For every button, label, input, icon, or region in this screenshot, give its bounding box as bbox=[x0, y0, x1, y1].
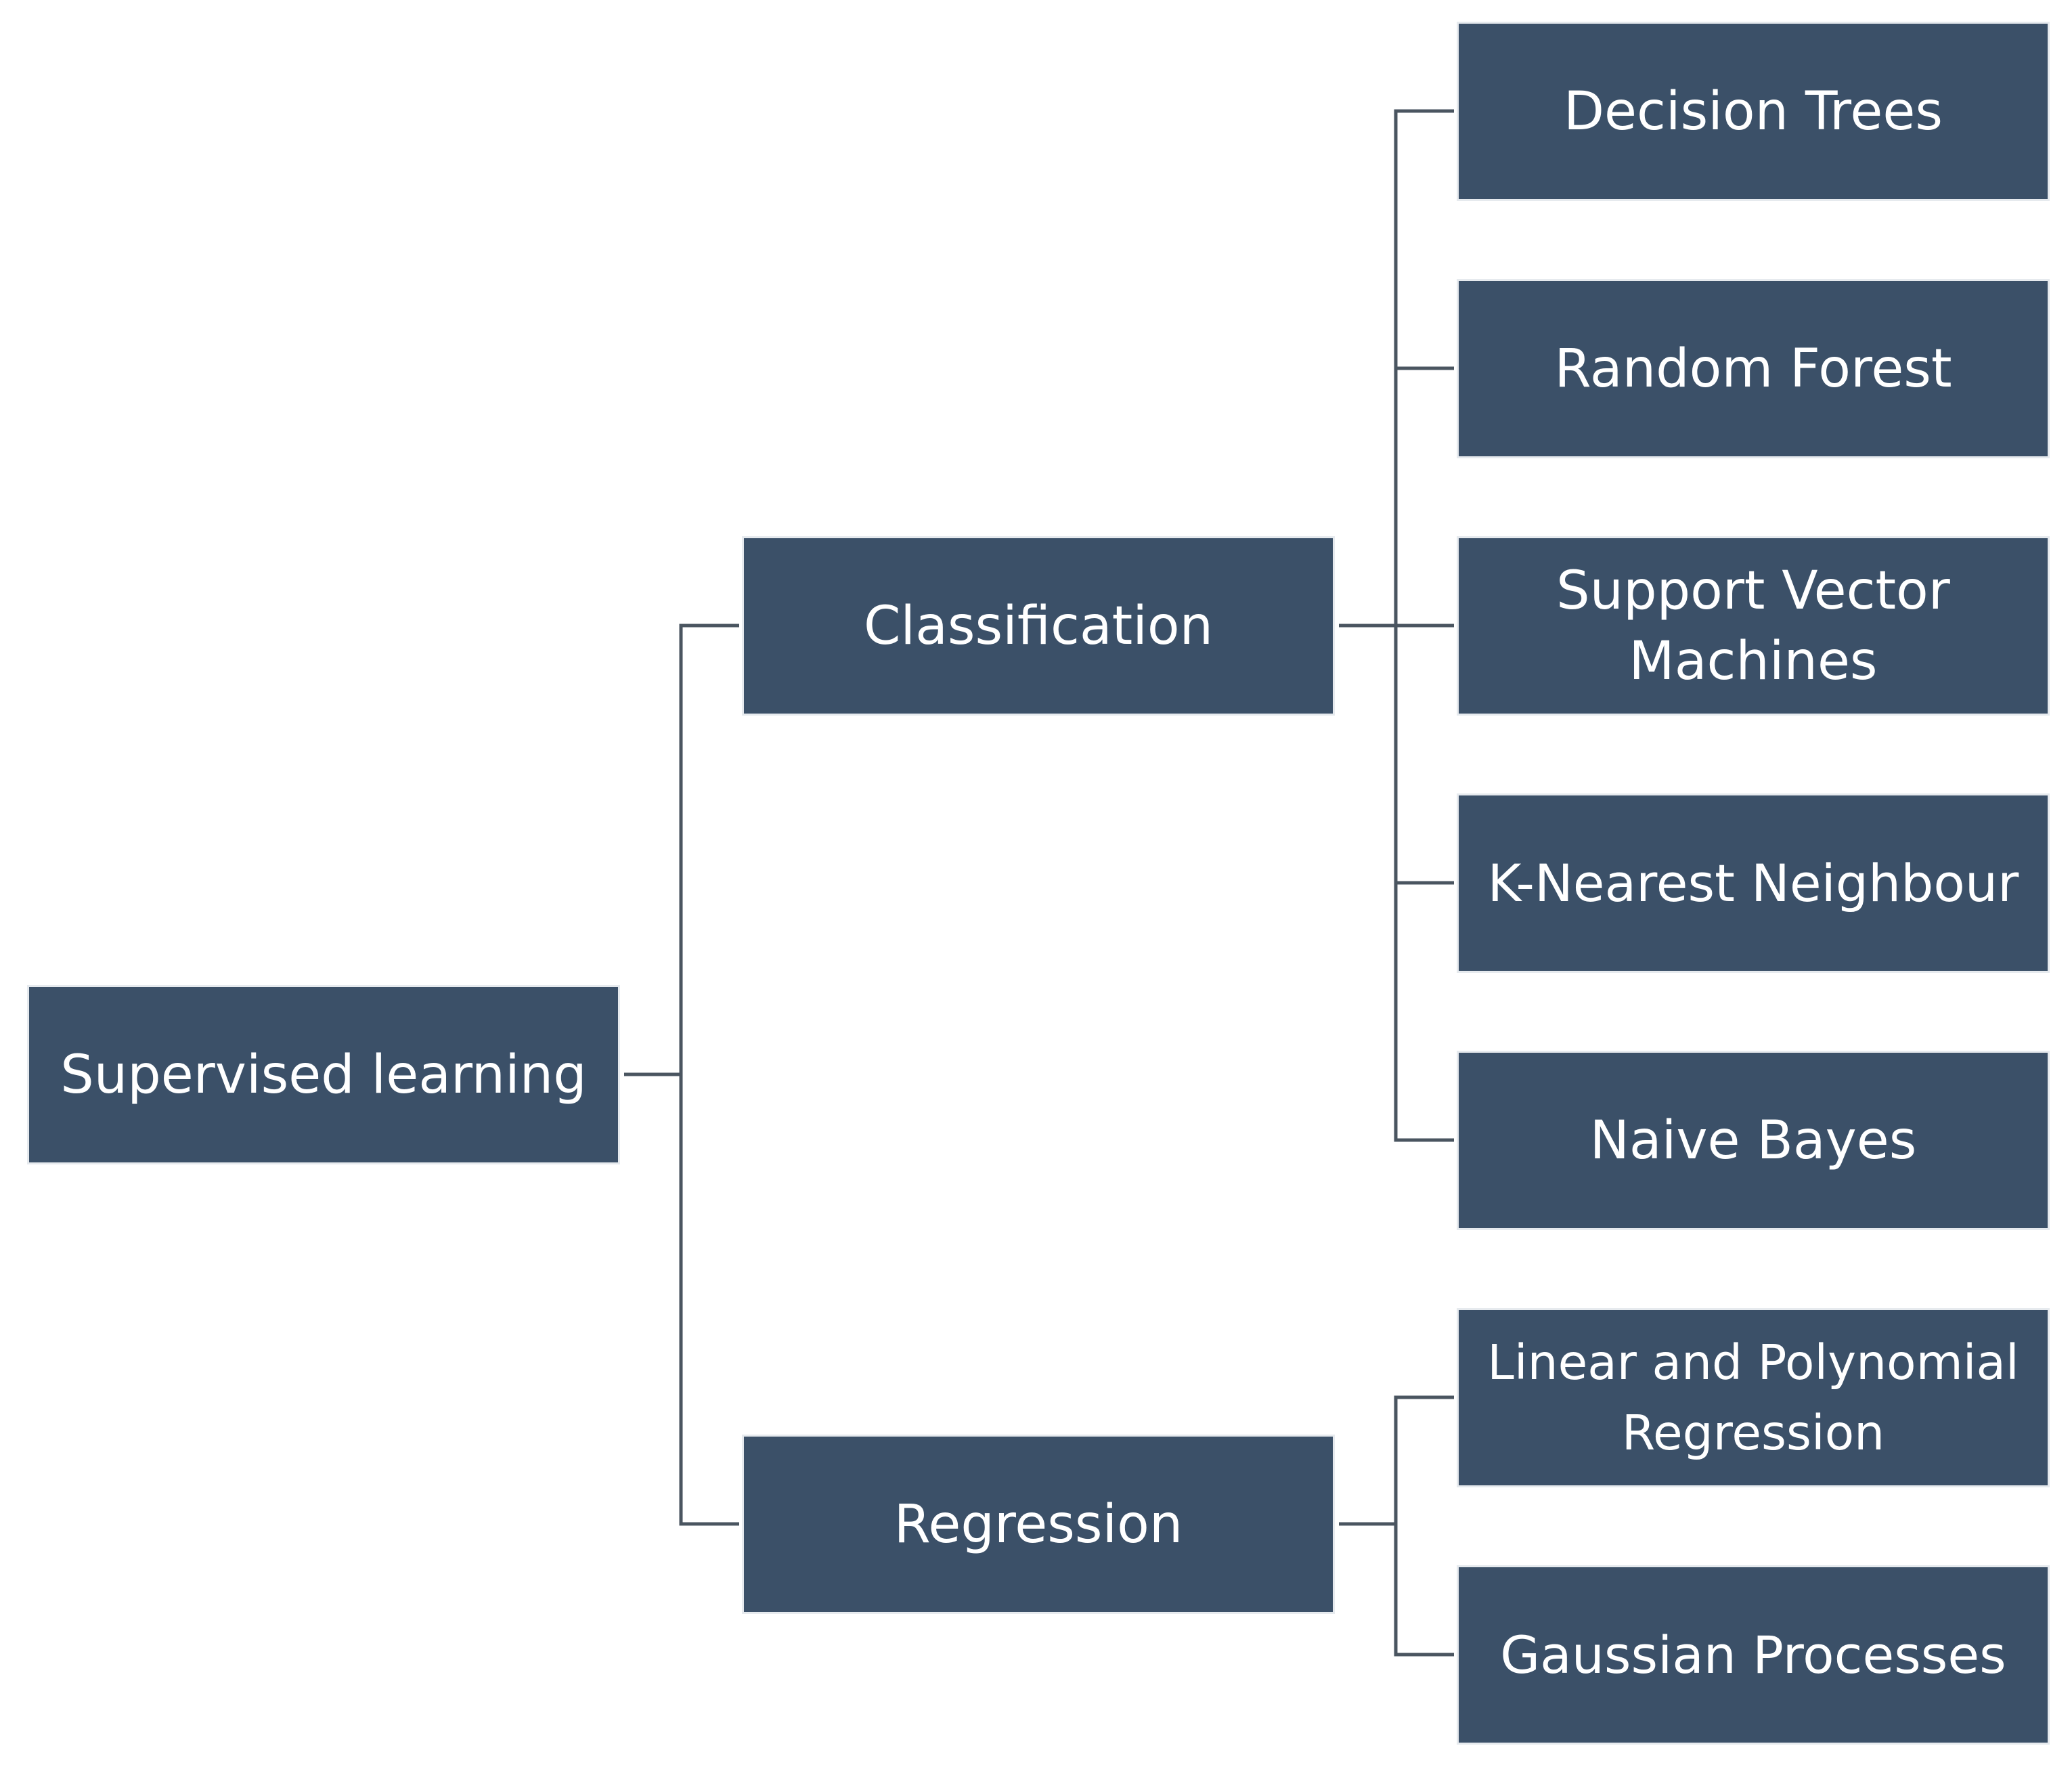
node-gaussian-processes: Gaussian Processes bbox=[1457, 1565, 2050, 1745]
node-label-line1: Linear and Polynomial bbox=[1487, 1334, 2019, 1391]
node-label: Decision Trees bbox=[1563, 81, 1943, 142]
node-label: Gaussian Processes bbox=[1500, 1624, 2006, 1685]
node-supervised-learning: Supervised learning bbox=[27, 985, 620, 1164]
node-naive-bayes: Naive Bayes bbox=[1457, 1051, 2050, 1230]
node-linear-polynomial-regression: Linear and Polynomial Regression bbox=[1457, 1308, 2050, 1487]
connector-regression-bracket bbox=[1394, 1395, 1454, 1657]
node-decision-trees: Decision Trees bbox=[1457, 22, 2050, 201]
node-k-nearest-neighbour: K-Nearest Neighbour bbox=[1457, 793, 2050, 973]
node-label-line2: Regression bbox=[1621, 1404, 1885, 1461]
node-label: K-Nearest Neighbour bbox=[1487, 852, 2019, 913]
node-label-line1: Support Vector bbox=[1556, 560, 1950, 621]
node-label-line2: Machines bbox=[1629, 630, 1878, 692]
node-label: Regression bbox=[894, 1493, 1183, 1555]
node-label: Classification bbox=[863, 595, 1214, 657]
node-random-forest: Random Forest bbox=[1457, 279, 2050, 458]
node-label: Supervised learning bbox=[60, 1044, 587, 1106]
node-label: Random Forest bbox=[1554, 338, 1952, 399]
node-regression: Regression bbox=[742, 1435, 1335, 1614]
connector-root-bracket bbox=[679, 624, 739, 1526]
node-classification: Classification bbox=[742, 536, 1335, 716]
node-label: Naive Bayes bbox=[1589, 1110, 1917, 1171]
node-support-vector-machines: Support Vector Machines bbox=[1457, 536, 2050, 716]
